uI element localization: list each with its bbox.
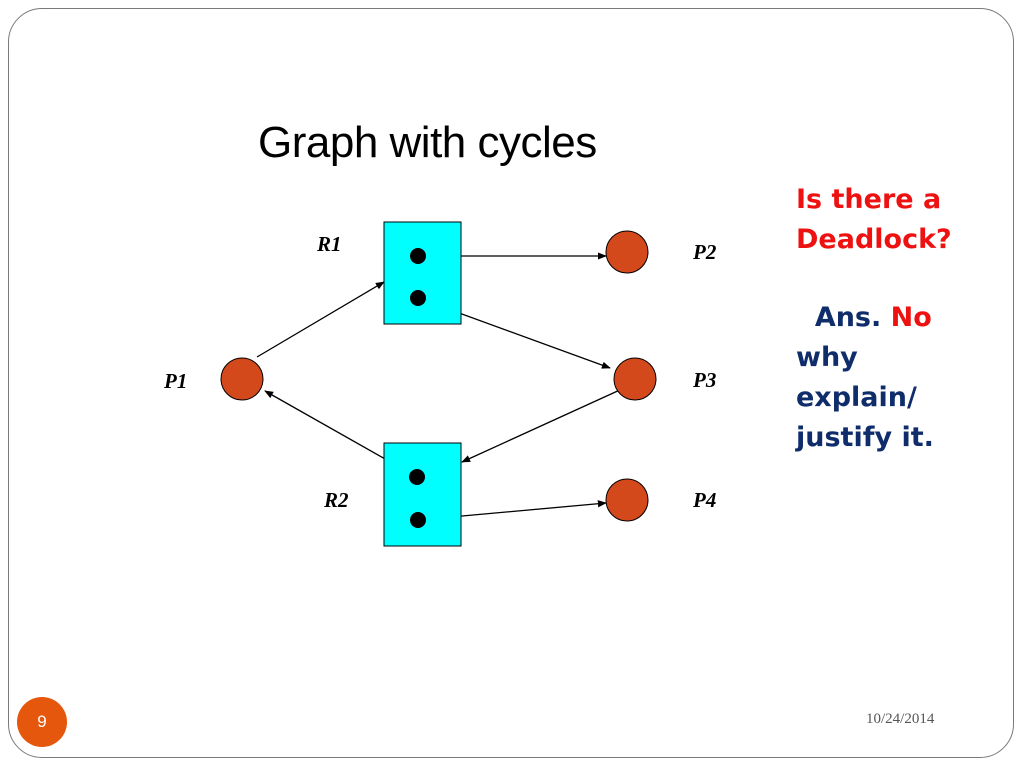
explain-line-2: explain/ bbox=[796, 382, 917, 413]
question-line-1: Is there a bbox=[796, 184, 942, 215]
answer-line: Ans. No bbox=[796, 298, 1016, 338]
edge-p1-r1 bbox=[256, 281, 385, 358]
label-p2: P2 bbox=[692, 240, 717, 264]
resource-r1 bbox=[383, 221, 462, 325]
answer-prefix: Ans. bbox=[814, 302, 882, 333]
process-p2 bbox=[605, 230, 649, 274]
label-r1: R1 bbox=[316, 232, 342, 256]
process-p3 bbox=[613, 357, 657, 401]
resource-r1-instance-1 bbox=[410, 248, 426, 264]
process-p4 bbox=[605, 478, 649, 522]
resource-r2-instance-2 bbox=[410, 512, 426, 528]
label-r2: R2 bbox=[323, 488, 349, 512]
resource-r2 bbox=[383, 442, 462, 547]
slide-frame bbox=[8, 8, 1014, 758]
label-p4: P4 bbox=[692, 488, 716, 512]
edge-p3-r2 bbox=[461, 388, 623, 463]
process-p1 bbox=[220, 357, 264, 401]
label-p3: P3 bbox=[692, 368, 716, 392]
slide-date: 10/24/2014 bbox=[866, 711, 935, 727]
answer-value: No bbox=[890, 302, 932, 333]
resource-r1-instance-2 bbox=[410, 290, 426, 306]
question-line-2: Deadlock? bbox=[796, 224, 952, 255]
explain-line-3: justify it. bbox=[796, 422, 934, 453]
slide-title: Graph with cycles bbox=[258, 118, 597, 167]
label-p1: P1 bbox=[163, 369, 187, 393]
slide-number-badge: 9 bbox=[17, 697, 67, 747]
explain-line-1: why bbox=[796, 342, 858, 373]
deadlock-question: Is there a Deadlock? Ans. No why explain… bbox=[796, 180, 1016, 458]
resource-r2-instance-1 bbox=[409, 469, 425, 485]
